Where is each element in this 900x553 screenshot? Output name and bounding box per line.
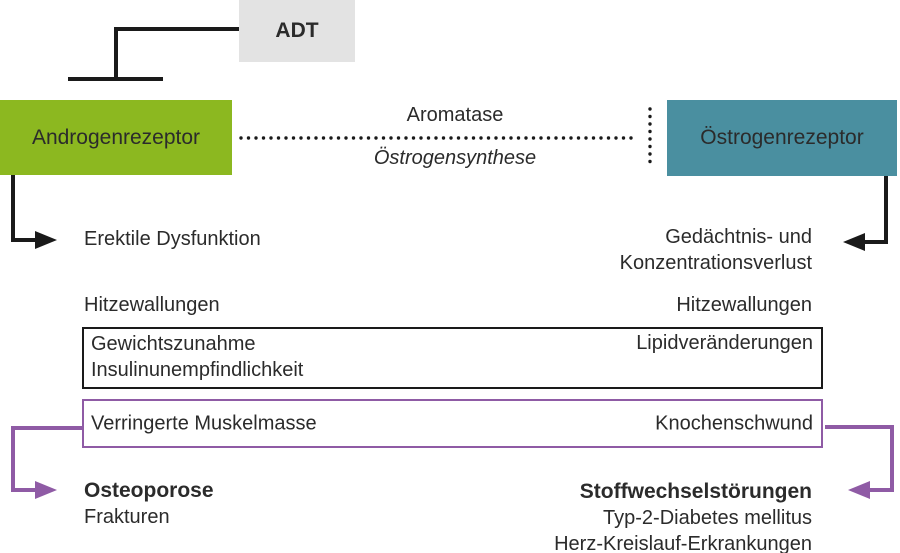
outcome-metabolic-disorders-title: Stoffwechselstörungen <box>579 480 812 503</box>
aromatase-label: Aromatase <box>406 104 504 126</box>
purple-connector-right <box>825 425 894 492</box>
effect-memory-loss: Gedächtnis- und Konzentrationsverlust <box>620 224 812 276</box>
adt-inhibition-connector <box>114 27 239 79</box>
effect-erectile-dysfunction: Erektile Dysfunktion <box>84 228 261 250</box>
effect-bone-loss: Knochenschwund <box>655 412 813 434</box>
effect-insulin-insensitivity: Insulinunempfindlichkeit <box>91 359 304 381</box>
purple-connector-right-arrowhead <box>848 481 870 499</box>
adt-label: ADT <box>275 19 319 42</box>
adt-box: ADT <box>239 0 355 62</box>
effect-memory-loss-line1: Gedächtnis- und <box>665 226 812 248</box>
estrogen-receptor-box: Östrogenrezeptor <box>667 100 897 176</box>
effect-memory-loss-line2: Konzentrationsverlust <box>619 252 812 274</box>
estrogen-receptor-label: Östrogenrezeptor <box>700 126 864 149</box>
effect-hot-flashes-right: Hitzewallungen <box>676 294 812 316</box>
outcome-osteoporosis: Osteoporose Frakturen <box>84 478 214 530</box>
estrogen-synthesis-label: Östrogensynthese <box>373 147 537 169</box>
androgen-receptor-label: Androgenrezeptor <box>31 125 201 149</box>
outcome-fractures: Frakturen <box>84 506 170 528</box>
estrogen-effects-arrowhead <box>843 233 865 251</box>
effect-lipid-changes: Lipidveränderungen <box>636 332 813 354</box>
purple-connector-left-arrowhead <box>35 481 57 499</box>
effect-reduced-muscle-mass: Verringerte Muskelmasse <box>91 412 317 434</box>
metabolic-left-column: Gewichtszunahme Insulinunempfindlichkeit <box>91 331 303 383</box>
androgen-effects-arrow <box>11 175 37 242</box>
outcome-metabolic-disorders: Stoffwechselstörungen Typ-2-Diabetes mel… <box>554 479 812 553</box>
purple-connector-left <box>11 426 82 492</box>
androgen-effects-arrowhead <box>35 231 57 249</box>
outcome-osteoporosis-title: Osteoporose <box>84 479 214 502</box>
outcome-cardiovascular: Herz-Kreislauf-Erkrankungen <box>554 533 812 553</box>
estrogen-effects-arrow <box>863 176 888 244</box>
effect-hot-flashes-left: Hitzewallungen <box>84 294 220 316</box>
effect-weight-gain: Gewichtszunahme <box>91 333 256 355</box>
musculoskeletal-effects-box: Verringerte Muskelmasse Knochenschwund <box>82 399 823 448</box>
androgen-receptor-box: Androgenrezeptor <box>0 100 232 175</box>
outcome-diabetes: Typ-2-Diabetes mellitus <box>603 507 812 529</box>
metabolic-effects-box: Gewichtszunahme Insulinunempfindlichkeit… <box>82 327 823 389</box>
